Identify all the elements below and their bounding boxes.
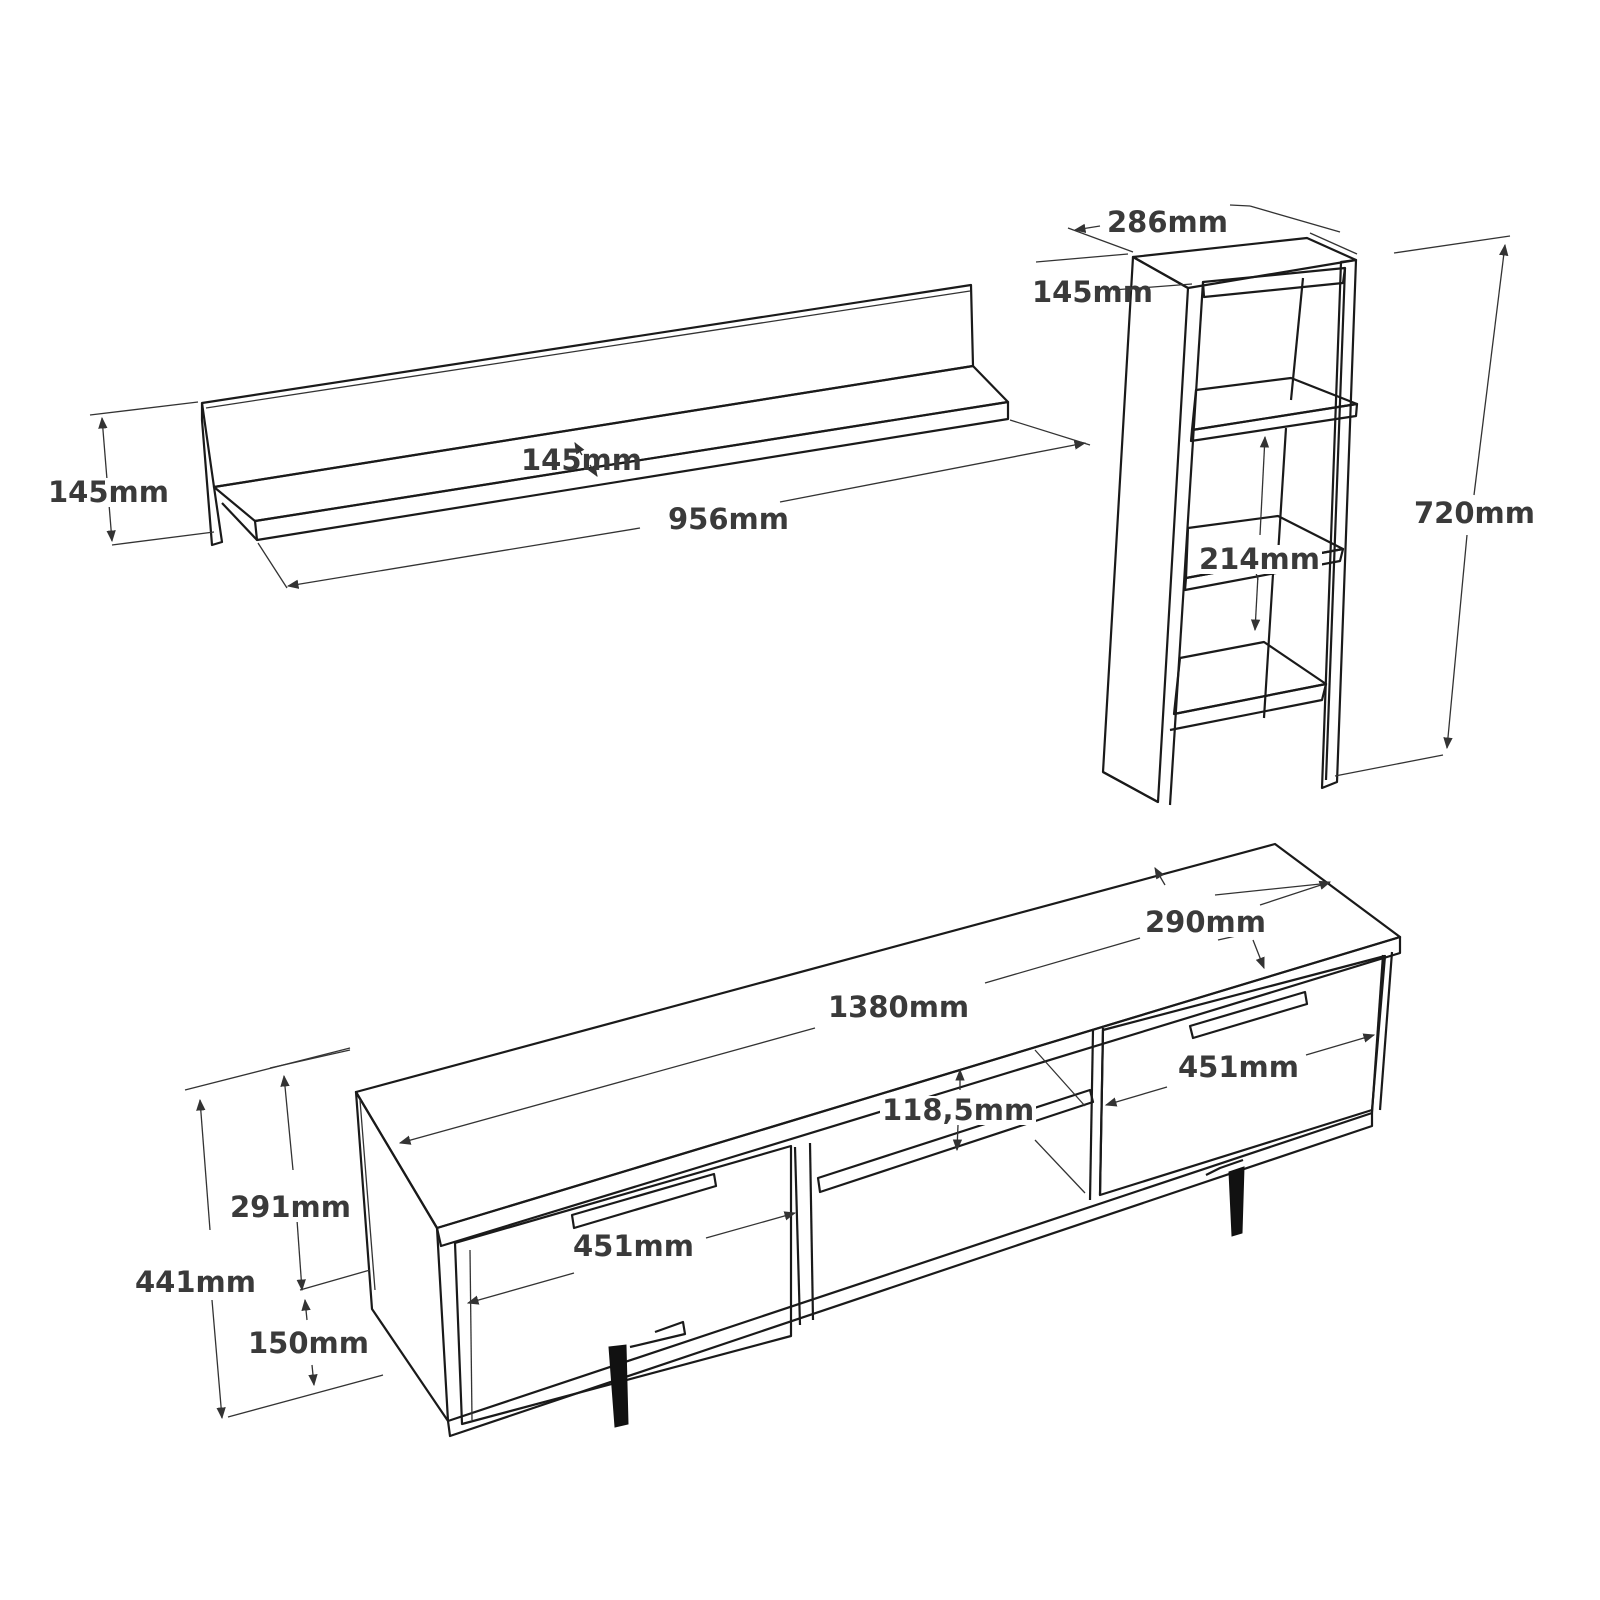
wall-shelf-dimensions	[89, 401, 1091, 589]
tv-stand-left-door-label: 451mm	[571, 1229, 696, 1263]
bookcase-shelf-spacing-label: 214mm	[1197, 542, 1322, 576]
shelf-width-label: 956mm	[666, 502, 791, 536]
bookcase-unit	[1101, 232, 1359, 806]
tv-stand-middle-shelf-label: 118,5mm	[880, 1093, 1037, 1127]
tv-stand-depth-label: 290mm	[1143, 905, 1268, 939]
tv-stand-right-door-label: 451mm	[1176, 1050, 1301, 1084]
bookcase-depth-label: 145mm	[1032, 275, 1153, 309]
tv-stand-leg-height-label: 150mm	[246, 1326, 371, 1360]
tv-stand-total-height-label: 441mm	[133, 1265, 258, 1299]
shelf-height-label: 145mm	[46, 475, 171, 509]
tv-stand-dimensions	[184, 866, 1376, 1420]
tv-stand	[354, 842, 1402, 1438]
bookcase-dimensions	[1035, 204, 1511, 777]
bookcase-height-label: 720mm	[1412, 496, 1537, 530]
tv-stand-body-height-label: 291mm	[228, 1190, 353, 1224]
shelf-depth-label: 145mm	[521, 443, 642, 477]
tv-stand-width-label: 1380mm	[826, 990, 972, 1024]
wall-shelf	[200, 283, 1010, 547]
bookcase-width-label: 286mm	[1105, 205, 1230, 239]
